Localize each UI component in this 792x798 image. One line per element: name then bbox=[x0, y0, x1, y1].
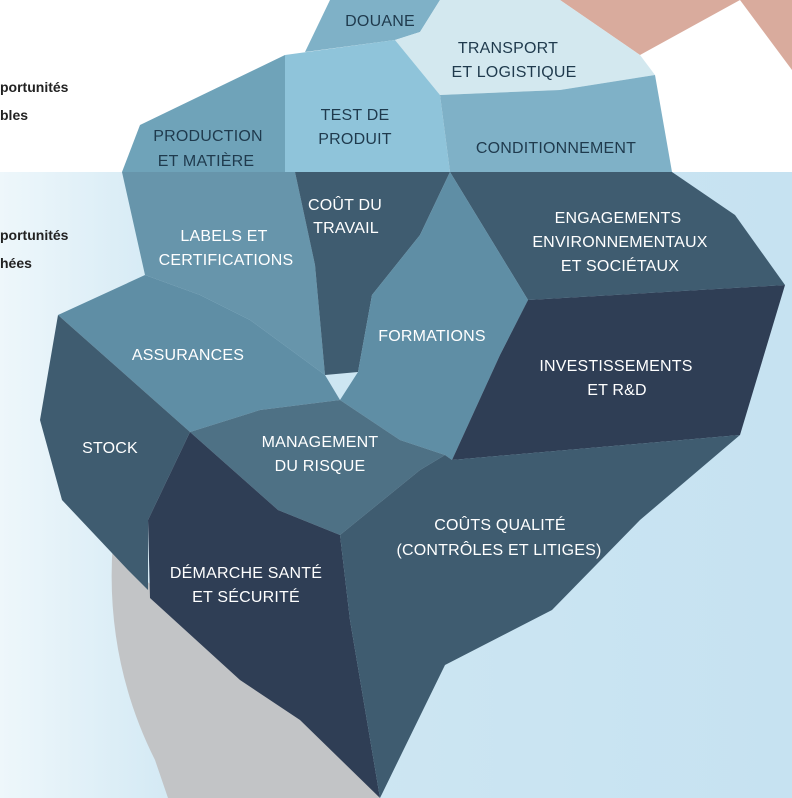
segment-engagements bbox=[450, 172, 785, 300]
label-transport-line1: TRANSPORT bbox=[458, 40, 558, 57]
pink-accent-shape bbox=[560, 0, 792, 70]
hidden-zone-label-line2: hées bbox=[0, 255, 32, 271]
label-production-line2: ET MATIÈRE bbox=[158, 151, 255, 170]
segment-demarche bbox=[148, 432, 380, 798]
label-cout-travail-line2: TRAVAIL bbox=[313, 220, 379, 237]
segment-stock bbox=[40, 315, 190, 590]
label-engagements-line3: ET SOCIÉTAUX bbox=[561, 256, 679, 275]
label-engagements-line2: ENVIRONNEMENTAUX bbox=[532, 234, 707, 251]
label-transport-line2: ET LOGISTIQUE bbox=[452, 64, 577, 81]
label-demarche-line1: DÉMARCHE SANTÉ bbox=[170, 563, 322, 582]
label-douane: DOUANE bbox=[345, 13, 415, 30]
label-couts-qualite-line2: (CONTRÔLES ET LITIGES) bbox=[396, 540, 601, 559]
segment-assurances bbox=[58, 275, 340, 432]
visible-zone-label-line1: portunités bbox=[0, 79, 69, 95]
label-management-line2: DU RISQUE bbox=[275, 458, 366, 475]
label-engagements-line1: ENGAGEMENTS bbox=[555, 210, 682, 227]
visible-zone-label-line2: bles bbox=[0, 107, 28, 123]
hidden-zone-label-line1: portunités bbox=[0, 227, 69, 243]
label-assurances: ASSURANCES bbox=[132, 347, 244, 364]
label-test-produit-line1: TEST DE bbox=[321, 107, 390, 124]
segment-douane bbox=[305, 0, 440, 52]
label-management-line1: MANAGEMENT bbox=[262, 434, 379, 451]
label-couts-qualite-line1: COÛTS QUALITÉ bbox=[434, 515, 566, 534]
label-conditionnement: CONDITIONNEMENT bbox=[476, 140, 636, 157]
label-production-line1: PRODUCTION bbox=[153, 128, 263, 145]
segment-production bbox=[122, 55, 285, 172]
segment-test-produit bbox=[285, 40, 450, 172]
segment-formations bbox=[340, 172, 528, 460]
label-cout-travail-line1: COÛT DU bbox=[308, 195, 382, 214]
label-labels-line2: CERTIFICATIONS bbox=[159, 252, 294, 269]
segment-transport bbox=[395, 0, 655, 95]
segment-management bbox=[190, 400, 445, 535]
label-investissements-line2: ET R&D bbox=[587, 382, 647, 399]
label-demarche-line2: ET SÉCURITÉ bbox=[192, 587, 300, 606]
label-investissements-line1: INVESTISSEMENTS bbox=[539, 358, 692, 375]
segment-investissements bbox=[452, 285, 785, 460]
segment-labels bbox=[122, 172, 325, 375]
label-test-produit-line2: PRODUIT bbox=[318, 131, 391, 148]
label-formations: FORMATIONS bbox=[378, 328, 485, 345]
segment-couts-qualite bbox=[340, 435, 740, 798]
label-stock: STOCK bbox=[82, 440, 138, 457]
label-labels-line1: LABELS ET bbox=[180, 228, 267, 245]
segment-conditionnement bbox=[440, 75, 672, 172]
segment-cout-travail bbox=[295, 172, 450, 375]
